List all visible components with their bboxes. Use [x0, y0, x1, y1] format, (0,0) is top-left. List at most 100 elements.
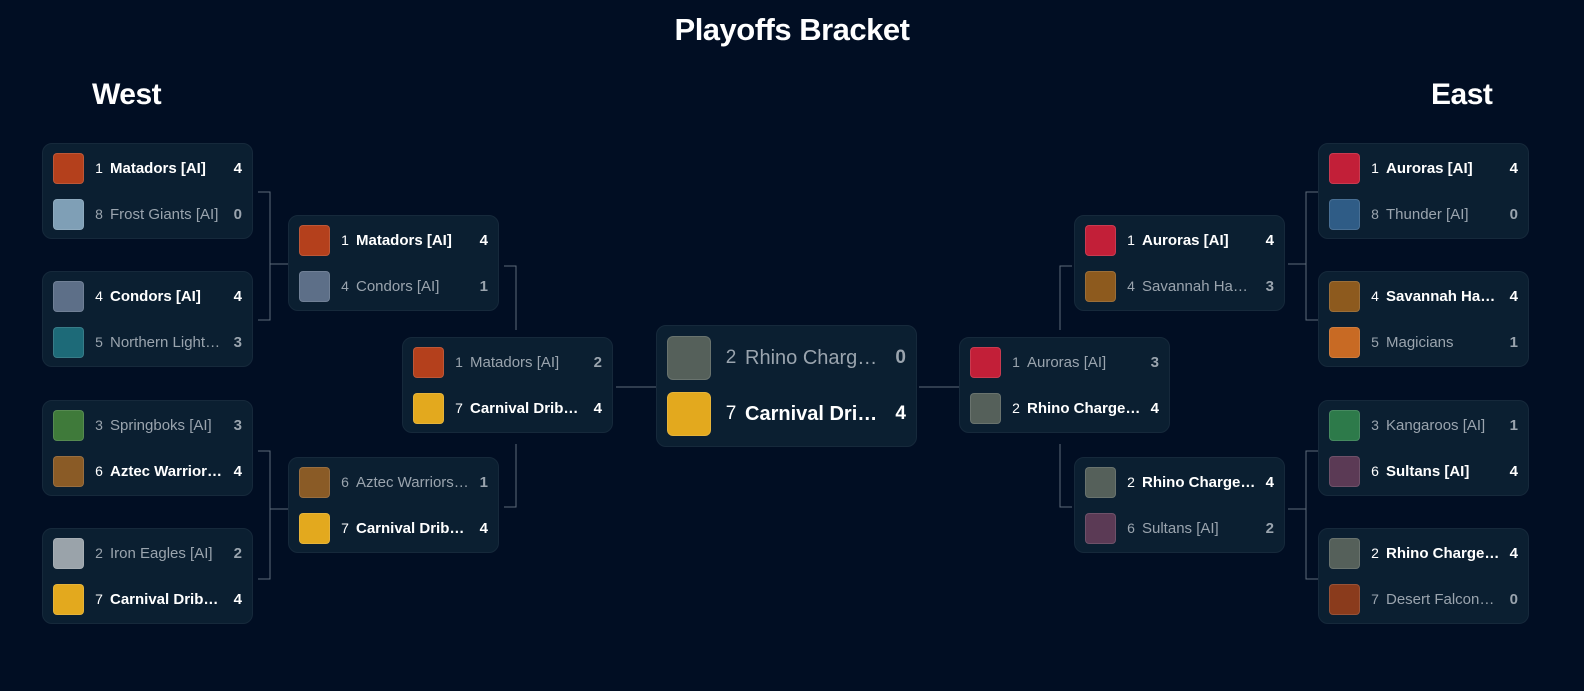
matchup-card-west-r2-2[interactable]: 6 Aztec Warriors [AI] 1 7 Carnival Dribb…: [288, 457, 499, 553]
team-row[interactable]: 7 Carnival Dribblers 4: [413, 392, 602, 424]
team-seed: 2: [1371, 545, 1379, 561]
team-score: 4: [233, 287, 242, 305]
matchup-card-west-r1-3[interactable]: 3 Springboks [AI] 3 6 Aztec Warriors [AI…: [42, 400, 253, 496]
team-name: Sultans [AI]: [1142, 519, 1219, 537]
team-row[interactable]: 6 Sultans [AI] 4: [1329, 455, 1518, 487]
team-row[interactable]: 3 Springboks [AI] 3: [53, 409, 242, 441]
team-score: 2: [233, 544, 242, 562]
auroras-logo: [1085, 224, 1116, 256]
team-row[interactable]: 7 Carnival Dribblers 4: [53, 583, 242, 615]
matchup-card-championship[interactable]: 2 Rhino Chargers [AI] 0 7 Carnival Dribb…: [656, 325, 917, 447]
matchup-card-west-r1-2[interactable]: 4 Condors [AI] 4 5 Northern Lights [AI] …: [42, 271, 253, 367]
matchup-card-east-final[interactable]: 1 Auroras [AI] 3 2 Rhino Chargers [AI] 4: [959, 337, 1170, 433]
team-row[interactable]: 1 Matadors [AI] 4: [299, 224, 488, 256]
team-score: 2: [1265, 519, 1274, 537]
team-seed: 4: [1371, 288, 1379, 304]
team-row[interactable]: 1 Auroras [AI] 3: [970, 346, 1159, 378]
thunder-logo: [1329, 198, 1360, 230]
matchup-card-east-r1-1[interactable]: 1 Auroras [AI] 4 8 Thunder [AI] 0: [1318, 143, 1529, 239]
team-seed: 2: [725, 347, 737, 368]
team-row[interactable]: 7 Carnival Dribblers 4: [667, 392, 906, 436]
team-row[interactable]: 1 Auroras [AI] 4: [1085, 224, 1274, 256]
team-seed: 1: [1371, 160, 1379, 176]
rhino-chargers-logo: [667, 336, 711, 380]
carnival-dribblers-logo: [53, 583, 84, 615]
team-name: Desert Falcons [AI]: [1386, 590, 1500, 608]
team-seed: 6: [95, 463, 103, 479]
team-row[interactable]: 5 Magicians 1: [1329, 326, 1518, 358]
team-seed: 1: [95, 160, 103, 176]
matchup-card-west-final[interactable]: 1 Matadors [AI] 2 7 Carnival Dribblers 4: [402, 337, 613, 433]
team-score: 4: [1150, 399, 1159, 417]
team-score: 4: [593, 399, 602, 417]
team-row[interactable]: 5 Northern Lights [AI] 3: [53, 326, 242, 358]
team-score: 4: [1509, 462, 1518, 480]
team-row[interactable]: 8 Frost Giants [AI] 0: [53, 198, 242, 230]
matchup-card-east-r1-3[interactable]: 3 Kangaroos [AI] 1 6 Sultans [AI] 4: [1318, 400, 1529, 496]
team-score: 3: [233, 333, 242, 351]
team-row[interactable]: 3 Kangaroos [AI] 1: [1329, 409, 1518, 441]
team-name: Condors [AI]: [356, 277, 440, 295]
team-row[interactable]: 7 Desert Falcons [AI] 0: [1329, 583, 1518, 615]
team-seed: 7: [455, 400, 463, 416]
matchup-card-east-r2-2[interactable]: 2 Rhino Chargers [AI] 4 6 Sultans [AI] 2: [1074, 457, 1285, 553]
team-row[interactable]: 1 Matadors [AI] 2: [413, 346, 602, 378]
team-name: Carnival Dribblers: [470, 399, 584, 417]
matchup-card-east-r1-2[interactable]: 4 Savannah Hawks [AI] 4 5 Magicians 1: [1318, 271, 1529, 367]
team-name: Kangaroos [AI]: [1386, 416, 1486, 434]
team-row[interactable]: 2 Rhino Chargers [AI] 0: [667, 336, 906, 380]
team-row[interactable]: 6 Sultans [AI] 2: [1085, 512, 1274, 544]
team-row[interactable]: 2 Rhino Chargers [AI] 4: [970, 392, 1159, 424]
team-score: 4: [1265, 231, 1274, 249]
team-seed: 1: [1012, 354, 1020, 370]
team-name: Auroras [AI]: [1386, 159, 1473, 177]
team-row[interactable]: 2 Rhino Chargers [AI] 4: [1329, 537, 1518, 569]
team-row[interactable]: 1 Auroras [AI] 4: [1329, 152, 1518, 184]
team-score: 4: [233, 462, 242, 480]
team-score: 4: [233, 590, 242, 608]
team-row[interactable]: 4 Savannah Hawks [AI] 4: [1329, 280, 1518, 312]
matchup-card-east-r1-4[interactable]: 2 Rhino Chargers [AI] 4 7 Desert Falcons…: [1318, 528, 1529, 624]
team-seed: 7: [1371, 591, 1379, 607]
matadors-logo: [413, 346, 444, 378]
team-score: 3: [1150, 353, 1159, 371]
team-row[interactable]: 2 Rhino Chargers [AI] 4: [1085, 466, 1274, 498]
desert-falcons-logo: [1329, 583, 1360, 615]
team-row[interactable]: 6 Aztec Warriors [AI] 1: [299, 466, 488, 498]
team-score: 1: [479, 473, 488, 491]
rhino-chargers-logo: [970, 392, 1001, 424]
matchup-card-west-r1-1[interactable]: 1 Matadors [AI] 4 8 Frost Giants [AI] 0: [42, 143, 253, 239]
team-seed: 3: [95, 417, 103, 433]
team-score: 4: [895, 403, 906, 424]
team-score: 1: [479, 277, 488, 295]
team-row[interactable]: 4 Condors [AI] 4: [53, 280, 242, 312]
auroras-logo: [1329, 152, 1360, 184]
sultans-logo: [1329, 455, 1360, 487]
team-name: Aztec Warriors [AI]: [356, 473, 470, 491]
team-row[interactable]: 8 Thunder [AI] 0: [1329, 198, 1518, 230]
team-row[interactable]: 4 Savannah Hawks [AI] 3: [1085, 270, 1274, 302]
team-seed: 4: [341, 278, 349, 294]
team-seed: 2: [1127, 474, 1135, 490]
team-score: 0: [1509, 205, 1518, 223]
team-row[interactable]: 6 Aztec Warriors [AI] 4: [53, 455, 242, 487]
team-row[interactable]: 2 Iron Eagles [AI] 2: [53, 537, 242, 569]
team-name: Iron Eagles [AI]: [110, 544, 213, 562]
team-name: Aztec Warriors [AI]: [110, 462, 224, 480]
team-score: 0: [1509, 590, 1518, 608]
matchup-card-west-r1-4[interactable]: 2 Iron Eagles [AI] 2 7 Carnival Dribbler…: [42, 528, 253, 624]
team-name: Auroras [AI]: [1027, 353, 1107, 371]
team-score: 4: [1509, 287, 1518, 305]
team-row[interactable]: 4 Condors [AI] 1: [299, 270, 488, 302]
team-name: Matadors [AI]: [110, 159, 206, 177]
team-name: Northern Lights [AI]: [110, 333, 224, 351]
conference-label-east: East: [1431, 78, 1493, 111]
matchup-card-east-r2-1[interactable]: 1 Auroras [AI] 4 4 Savannah Hawks [AI] 3: [1074, 215, 1285, 311]
team-row[interactable]: 7 Carnival Dribblers 4: [299, 512, 488, 544]
matchup-card-west-r2-1[interactable]: 1 Matadors [AI] 4 4 Condors [AI] 1: [288, 215, 499, 311]
carnival-dribblers-logo: [413, 392, 444, 424]
team-seed: 2: [1012, 400, 1020, 416]
team-row[interactable]: 1 Matadors [AI] 4: [53, 152, 242, 184]
rhino-chargers-logo: [1329, 537, 1360, 569]
team-name: Auroras [AI]: [1142, 231, 1229, 249]
